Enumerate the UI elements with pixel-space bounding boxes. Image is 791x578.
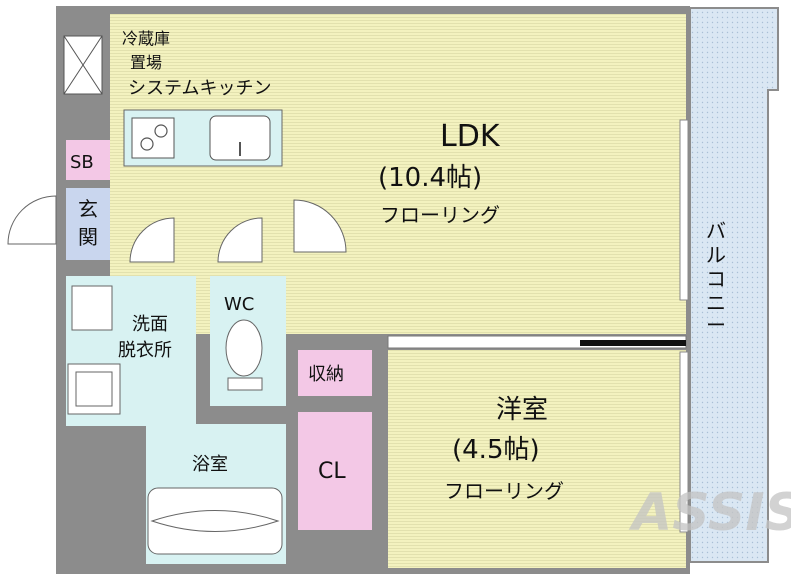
fridge-label-2: 置場 bbox=[130, 53, 162, 72]
ldk-floor-label: フローリング bbox=[380, 203, 500, 227]
closet-label: CL bbox=[318, 459, 346, 484]
kitchen-label: システムキッチン bbox=[128, 78, 271, 99]
western-label: 洋室 bbox=[496, 395, 548, 425]
entrance bbox=[66, 188, 110, 260]
bathtub-icon bbox=[147, 487, 283, 555]
balcony-label-0: バ bbox=[706, 219, 726, 243]
balcony-label-3: ニ bbox=[706, 291, 726, 315]
entrance-door bbox=[7, 195, 57, 245]
balcony-floor bbox=[689, 7, 779, 563]
shoebox-label: SB bbox=[70, 152, 94, 173]
fridge-label-1: 冷蔵庫 bbox=[122, 29, 170, 48]
washroom-label-2: 脱衣所 bbox=[118, 340, 172, 361]
wc-door bbox=[217, 217, 263, 263]
storage bbox=[298, 350, 372, 396]
storage-label: 収納 bbox=[308, 364, 344, 385]
ldk-label: LDK bbox=[440, 119, 501, 154]
western-floor-label: フローリング bbox=[444, 479, 564, 503]
stove-icon bbox=[131, 117, 175, 159]
watermark-logo: ASSIST bbox=[628, 483, 791, 543]
bath-label: 浴室 bbox=[192, 454, 228, 475]
entrance-label-1: 玄 bbox=[78, 197, 98, 221]
ldk-size: (10.4帖) bbox=[378, 163, 482, 193]
ldk-door bbox=[293, 199, 347, 253]
western-room-floor bbox=[388, 350, 686, 568]
washroom-label-1: 洗面 bbox=[132, 314, 168, 335]
closet bbox=[298, 412, 372, 530]
western-size: (4.5帖) bbox=[452, 435, 540, 465]
balcony-label-1: ル bbox=[706, 243, 726, 267]
shoebox bbox=[66, 140, 110, 180]
ldk-floor bbox=[110, 14, 686, 334]
sink-icon bbox=[209, 115, 271, 161]
entrance-label-2: 関 bbox=[78, 225, 98, 249]
wc-label: WC bbox=[224, 294, 254, 315]
balcony-label-2: コ bbox=[706, 267, 726, 291]
washbasin-icon bbox=[71, 285, 113, 331]
window bbox=[679, 119, 689, 301]
washroom-door bbox=[129, 217, 175, 263]
balcony-label-4: ー bbox=[706, 313, 726, 337]
toilet-icon bbox=[225, 319, 263, 377]
